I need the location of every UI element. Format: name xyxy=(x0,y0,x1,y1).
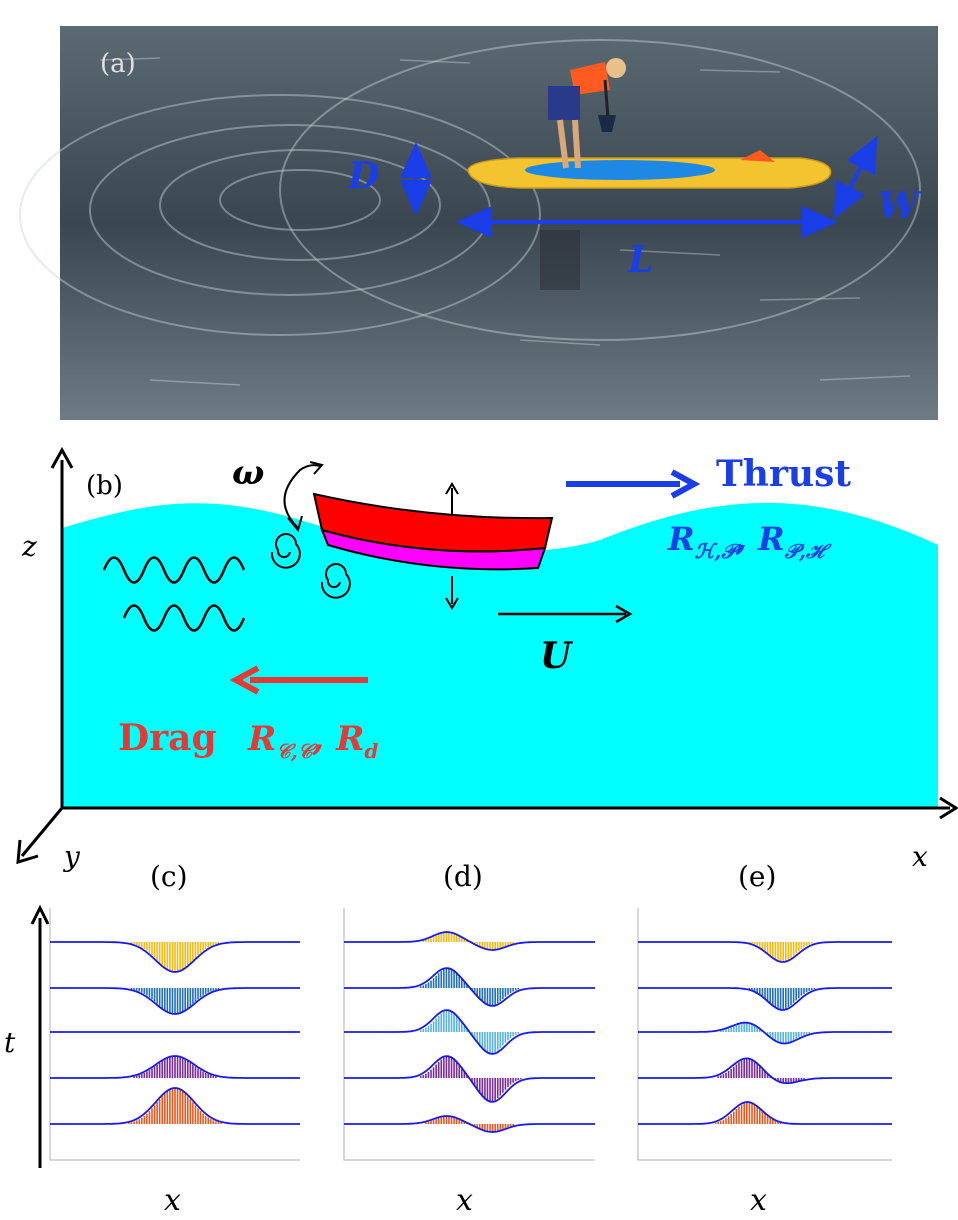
surface-profile xyxy=(344,1055,595,1103)
surface-profile xyxy=(638,1021,892,1045)
surface-profile xyxy=(638,987,892,1011)
panel-c-label: (c) xyxy=(150,860,188,893)
drag-terms: R𝒞,𝒞, Rd xyxy=(247,719,378,763)
rotation-arrowhead-top xyxy=(309,461,324,475)
wave-row xyxy=(638,1057,892,1085)
dim-w-label: W xyxy=(878,185,922,227)
panels-cde: t (c) (d) (e) x x x xyxy=(4,860,892,1218)
dim-w-arrow xyxy=(833,135,878,220)
wave-row xyxy=(344,1055,595,1103)
panel-e xyxy=(637,908,892,1161)
wave-row xyxy=(50,987,300,1015)
surface-profile xyxy=(50,987,300,1015)
water-glints xyxy=(99,57,911,386)
wave-row xyxy=(50,1055,300,1079)
panel-d xyxy=(343,908,595,1161)
panel-a: (a) D W L xyxy=(19,26,938,420)
x-axis-arrowhead xyxy=(939,796,958,820)
panel-e-label: (e) xyxy=(738,860,776,893)
wave-squiggle-2 xyxy=(122,604,246,632)
panel-frame xyxy=(637,908,892,1161)
panel-e-x-label: x xyxy=(750,1183,767,1218)
z-axis-label: z xyxy=(21,530,37,563)
wave-row xyxy=(50,941,300,973)
heave-down-arrowhead xyxy=(445,597,459,610)
surface-profile xyxy=(344,1009,595,1055)
wave-row xyxy=(344,967,595,1007)
board-reflection xyxy=(540,230,580,290)
velocity-label: U xyxy=(540,635,574,677)
person-paddling xyxy=(548,58,626,169)
surface-profile xyxy=(638,941,892,963)
water-body xyxy=(62,502,938,808)
dim-d-label: D xyxy=(347,155,379,197)
heave-up-arrowhead xyxy=(445,482,459,495)
panel-b-label: (b) xyxy=(86,471,123,501)
thrust-arrowhead xyxy=(670,469,701,499)
thrust-label: Thrust xyxy=(716,453,851,495)
z-axis-arrowhead xyxy=(50,446,74,469)
rotation-arrowhead-bottom xyxy=(287,515,303,533)
surface-profile xyxy=(638,1057,892,1085)
surface-profile xyxy=(344,967,595,1007)
x-axis-label: x xyxy=(912,840,928,873)
rotation-arrow xyxy=(283,464,321,529)
t-axis-label: t xyxy=(4,1026,16,1059)
surface-profile xyxy=(638,1101,892,1125)
wave-row xyxy=(344,931,595,951)
y-axis-arrowhead xyxy=(16,839,39,865)
surface-profile xyxy=(344,931,595,951)
surface-profile xyxy=(344,1115,595,1133)
drag-label: Drag xyxy=(118,717,217,759)
wave-squiggle-1 xyxy=(102,556,246,584)
dim-l-label: L xyxy=(627,239,653,281)
wave-row xyxy=(344,1009,595,1055)
panel-frame xyxy=(343,908,595,1161)
surface-profile xyxy=(50,1087,300,1125)
surface-profile xyxy=(50,941,300,973)
board-bag xyxy=(740,150,775,162)
thrust-terms: Rℋ,𝒫, R𝒫,ℋ xyxy=(667,520,832,563)
y-axis xyxy=(20,807,64,857)
hull-top xyxy=(312,492,554,553)
eddy-2 xyxy=(320,563,351,599)
panel-c xyxy=(49,908,300,1161)
panel-c-x-label: x xyxy=(164,1183,181,1218)
y-axis-label: y xyxy=(62,840,81,873)
velocity-arrowhead xyxy=(615,604,633,624)
eddy-1 xyxy=(270,533,301,569)
panel-a-label: (a) xyxy=(100,49,136,79)
panel-frame xyxy=(49,908,300,1161)
panel-d-label: (d) xyxy=(443,860,483,893)
wave-row xyxy=(638,987,892,1011)
wave-row xyxy=(50,1087,300,1125)
surface-profile xyxy=(50,1055,300,1079)
wave-row xyxy=(638,1101,892,1125)
drag-arrowhead xyxy=(229,665,260,695)
panel-b: z y x (b) ω U Thrust Rℋ,𝒫, R𝒫,ℋ xyxy=(16,446,958,873)
panel-d-x-label: x xyxy=(456,1183,473,1218)
wave-row xyxy=(344,1115,595,1133)
wave-row xyxy=(638,941,892,963)
omega-label: ω xyxy=(232,453,264,493)
board-deck-pad xyxy=(525,160,715,180)
t-axis-arrowhead xyxy=(30,904,50,925)
wave-row xyxy=(638,1021,892,1045)
